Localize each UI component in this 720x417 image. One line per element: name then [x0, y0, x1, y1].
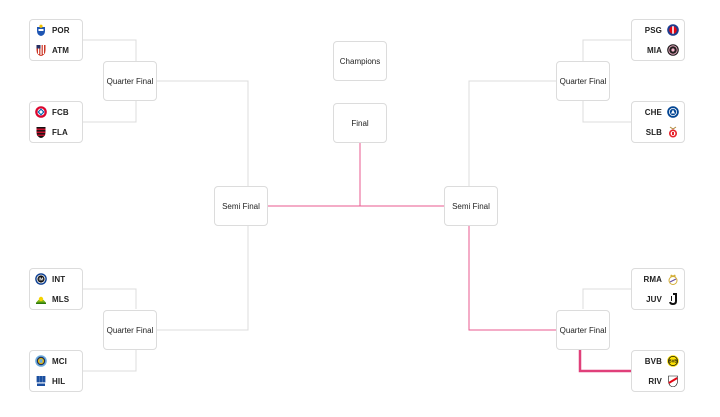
team-code: HIL: [52, 376, 66, 386]
matchup-card: POR ATM: [29, 19, 83, 61]
semi-final-box-right[interactable]: Semi Final: [444, 186, 498, 226]
team-row-juv[interactable]: JUV: [632, 289, 684, 309]
psg-crest-icon: [667, 24, 679, 36]
team-row-hil[interactable]: HIL: [30, 371, 82, 391]
team-row-mls[interactable]: MLS: [30, 289, 82, 309]
juventus-crest-icon: [669, 293, 677, 305]
chelsea-crest-icon: [667, 106, 679, 118]
dortmund-crest-icon: BVB: [667, 355, 679, 367]
champions-box[interactable]: Champions: [333, 41, 387, 81]
matchup-card: IM INT MLS: [29, 268, 83, 310]
team-row-atm[interactable]: ATM: [30, 40, 82, 60]
semi-final-box-left[interactable]: Semi Final: [214, 186, 268, 226]
quarter-final-box-right-top[interactable]: Quarter Final: [556, 61, 610, 101]
matchup-card: FCB FLA: [29, 101, 83, 143]
team-code: RMA: [643, 274, 662, 284]
flamengo-crest-icon: [36, 127, 46, 138]
team-row-por[interactable]: POR: [30, 20, 82, 40]
bayern-crest-icon: [35, 106, 47, 118]
team-row-bvb[interactable]: BVB BVB: [632, 351, 684, 371]
team-row-mci[interactable]: MCI: [30, 351, 82, 371]
team-code: FCB: [52, 107, 69, 117]
matchup-card: MCI HIL: [29, 350, 83, 392]
team-code: BVB: [644, 356, 662, 366]
matchup-card: BVB BVB RIV: [631, 350, 685, 392]
team-code: MCI: [52, 356, 67, 366]
quarter-final-box-left-top[interactable]: Quarter Final: [103, 61, 157, 101]
svg-text:BVB: BVB: [669, 359, 678, 364]
riverplate-crest-icon: [668, 375, 678, 387]
svg-text:IM: IM: [39, 277, 44, 282]
team-code: RIV: [648, 376, 662, 386]
team-row-rma[interactable]: RMA: [632, 269, 684, 289]
quarter-final-box-right-bottom[interactable]: Quarter Final: [556, 310, 610, 350]
team-code: MLS: [52, 294, 70, 304]
team-code: PSG: [644, 25, 662, 35]
team-code: CHE: [644, 107, 662, 117]
team-code: SLB: [645, 127, 662, 137]
atletico-crest-icon: [36, 45, 46, 56]
alhilal-crest-icon: [36, 376, 46, 386]
porto-crest-icon: [37, 24, 45, 36]
team-code: INT: [52, 274, 66, 284]
team-row-riv[interactable]: RIV: [632, 371, 684, 391]
inter-crest-icon: IM: [35, 273, 47, 285]
team-row-che[interactable]: CHE: [632, 102, 684, 122]
benfica-crest-icon: [669, 126, 677, 138]
sundowns-crest-icon: [36, 296, 46, 304]
team-code: POR: [52, 25, 70, 35]
team-code: MIA: [647, 45, 662, 55]
team-row-psg[interactable]: PSG: [632, 20, 684, 40]
intermiami-crest-icon: [667, 44, 679, 56]
team-code: FLA: [52, 127, 68, 137]
team-row-slb[interactable]: SLB: [632, 122, 684, 142]
team-row-int[interactable]: IM INT: [30, 269, 82, 289]
team-row-fla[interactable]: FLA: [30, 122, 82, 142]
final-box[interactable]: Final: [333, 103, 387, 143]
team-row-mia[interactable]: MIA: [632, 40, 684, 60]
matchup-card: RMA JUV: [631, 268, 685, 310]
matchup-card: CHE SLB: [631, 101, 685, 143]
team-row-fcb[interactable]: FCB: [30, 102, 82, 122]
team-code: ATM: [52, 45, 70, 55]
quarter-final-box-left-bottom[interactable]: Quarter Final: [103, 310, 157, 350]
realmadrid-crest-icon: [668, 274, 678, 285]
city-crest-icon: [35, 355, 47, 367]
matchup-card: PSG MIA: [631, 19, 685, 61]
team-code: JUV: [646, 294, 662, 304]
